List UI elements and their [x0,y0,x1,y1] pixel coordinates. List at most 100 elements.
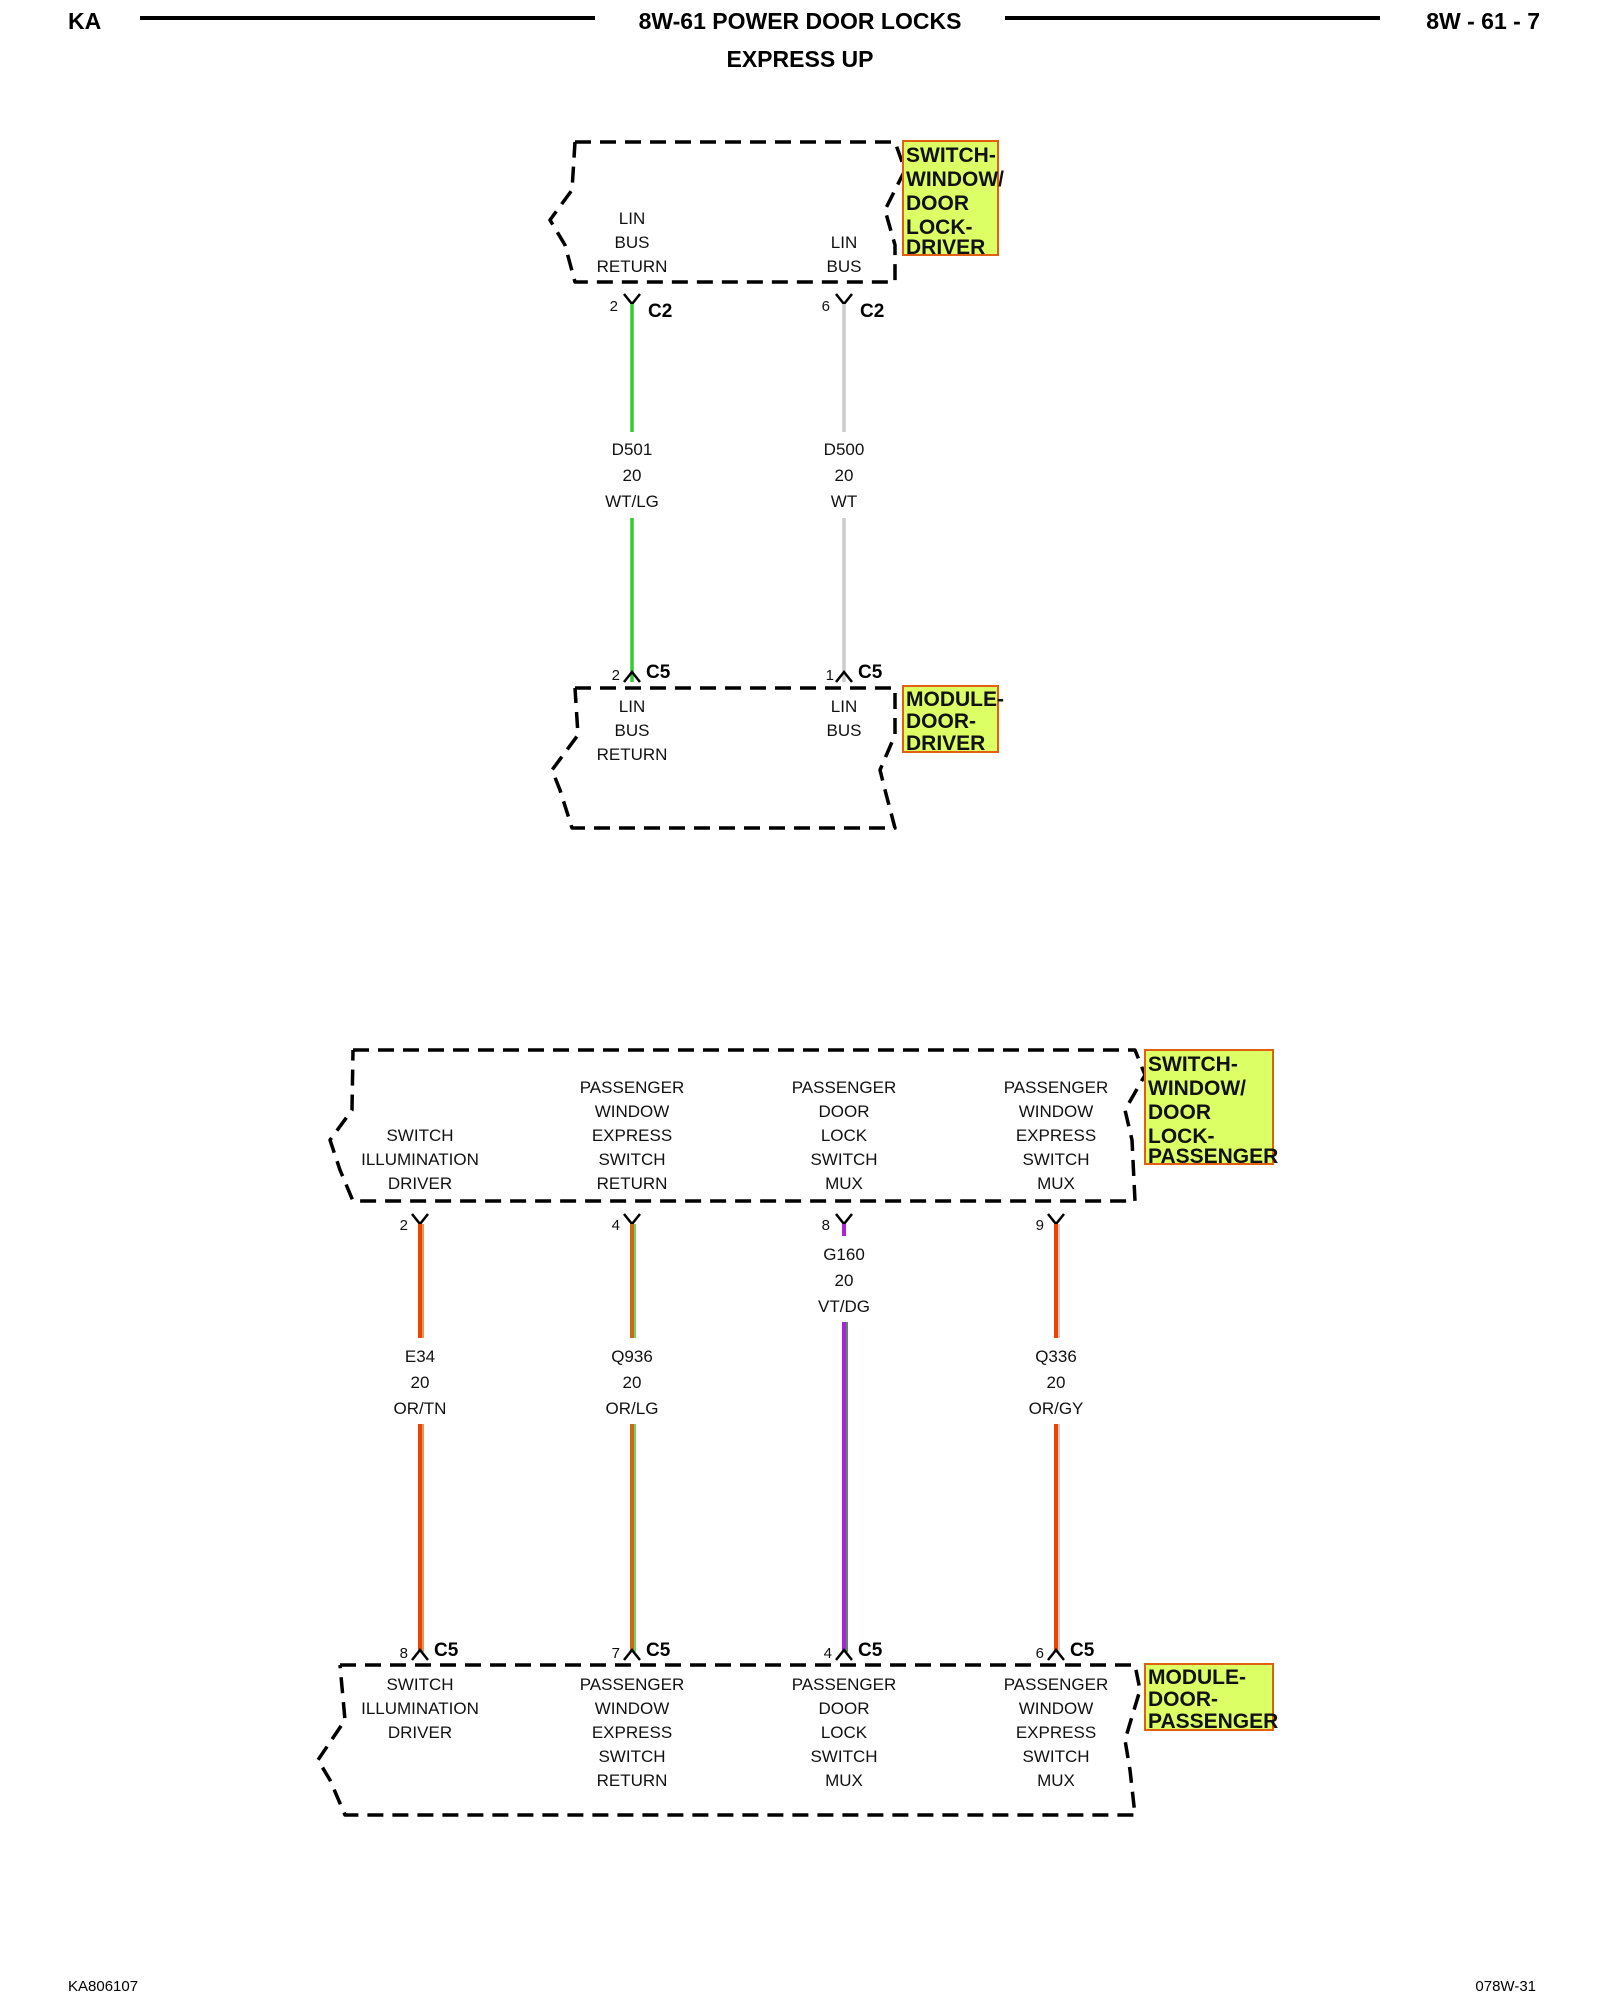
component-label-bg [902,140,999,256]
connector-pin-symbol [623,1213,641,1227]
circuit-e34: 2 E34 20 OR/TN 8 C5 [394,1213,459,1662]
component-name-line: SWITCH- [1148,1053,1238,1076]
component-name-line: PASSENGER [1148,1710,1278,1733]
connector-pin-symbol [623,293,641,307]
wire-gauge: 20 [1047,1373,1066,1392]
pin-function-label: LIN [831,233,857,252]
pin-function-label: ILLUMINATION [361,1150,479,1169]
circuit-g160: 8 G160 20 VT/DG 4 C5 [818,1213,883,1662]
pin-function-label: LIN [831,697,857,716]
wire-circuit-id: G160 [823,1245,865,1264]
wire-circuit-id: E34 [405,1347,435,1366]
pin-function-label: SWITCH [1022,1747,1089,1766]
pin-function-label: RETURN [597,1771,668,1790]
component-name-line: SWITCH- [906,144,996,167]
component-box-switch-driver [548,140,907,284]
pin-function-label: WINDOW [1019,1102,1094,1121]
connector-pin-symbol [411,1647,429,1661]
component-name-line: DOOR- [906,710,976,733]
pin-function-label: SWITCH [1022,1150,1089,1169]
component-label-module-passenger: MODULE- DOOR- PASSENGER [1144,1663,1278,1733]
component-name-line: MODULE- [1148,1666,1246,1689]
pin-function-label: DRIVER [388,1723,452,1742]
component-box-switch-passenger [328,1048,1147,1203]
wire-gauge: 20 [411,1373,430,1392]
pin-number: 9 [1036,1217,1044,1234]
pin-function-label: EXPRESS [1016,1126,1096,1145]
pin-number: 6 [1036,1645,1044,1662]
pin-function-label: SWITCH [810,1747,877,1766]
pin-function-label: DOOR [819,1102,870,1121]
page-number: 8W - 61 - 7 [1426,8,1540,34]
wire-gauge: 20 [623,466,642,485]
connector-pin-symbol [411,1213,429,1227]
circuit-q936: 4 Q936 20 OR/LG 7 C5 [606,1213,671,1662]
component-name-line: WINDOW/ [906,168,1004,191]
pin-function-label: SWITCH [386,1675,453,1694]
wire-color-code: VT/DG [818,1297,870,1316]
connector-pin-symbol [1047,1213,1065,1227]
top-diagram: SWITCH- WINDOW/ DOOR LOCK- DRIVER LIN BU… [548,140,1004,830]
pin-function-label: PASSENGER [580,1078,685,1097]
component-box-module-passenger [316,1663,1142,1817]
component-name-line: PASSENGER [1148,1145,1278,1168]
component-label-bg [1144,1663,1274,1731]
pin-number: 4 [824,1645,832,1662]
wire-circuit-id: D500 [824,440,865,459]
connector-pin-symbol [623,1647,641,1661]
connector-id: C2 [648,301,672,322]
pin-number: 4 [612,1217,620,1234]
pin-function-label: BUS [615,721,650,740]
component-name-line: MODULE- [906,688,1004,711]
bottom-diagram: SWITCH- WINDOW/ DOOR LOCK- PASSENGER SWI… [316,1048,1278,1817]
pin-function-label: PASSENGER [580,1675,685,1694]
component-box-module-driver [550,686,897,830]
pin-function-label: LIN [619,209,645,228]
wire-color-code: WT [831,492,857,511]
connector-id: C5 [858,1640,883,1661]
pin-function-label: SWITCH [810,1150,877,1169]
connector-id: C2 [860,301,884,322]
connector-pin-symbol [835,1647,853,1661]
pin-function-label: BUS [827,721,862,740]
pin-function-label: SWITCH [598,1747,665,1766]
wire-color-code: OR/TN [394,1399,447,1418]
pin-function-label: MUX [825,1771,863,1790]
pin-function-label: WINDOW [595,1699,670,1718]
header-left-code: KA [68,8,102,34]
pin-function-label: LIN [619,697,645,716]
pin-function-label: EXPRESS [592,1723,672,1742]
pin-function-label: WINDOW [595,1102,670,1121]
connector-id: C5 [646,662,671,683]
wire-gauge: 20 [835,466,854,485]
connector-id: C5 [858,662,883,683]
pin-number: 7 [612,1645,620,1662]
pin-number: 6 [822,298,830,315]
pin-number: 2 [612,667,620,684]
pin-function-label: EXPRESS [1016,1723,1096,1742]
pin-function-label: ILLUMINATION [361,1699,479,1718]
wire-circuit-id: Q336 [1035,1347,1077,1366]
pin-function-label: RETURN [597,1174,668,1193]
component-label-module-driver: MODULE- DOOR- DRIVER [902,685,1004,755]
pin-function-label: LOCK [821,1723,868,1742]
pin-number: 8 [400,1645,408,1662]
wire-color-code: WT/LG [605,492,659,511]
connector-pin-symbol [623,669,641,683]
component-name-line: DOOR [1148,1101,1211,1124]
component-name-line: DRIVER [906,732,985,755]
pin-function-label: PASSENGER [1004,1078,1109,1097]
pin-number: 8 [822,1217,830,1234]
component-name-line: LOCK- [906,216,973,239]
pin-function-label: PASSENGER [1004,1675,1109,1694]
component-label-bg [902,685,999,753]
component-name-line: LOCK- [1148,1125,1215,1148]
pin-function-label: MUX [1037,1771,1075,1790]
wire-circuit-id: Q936 [611,1347,653,1366]
pin-function-label: PASSENGER [792,1675,897,1694]
connector-pin-symbol [835,293,853,307]
pin-function-label: MUX [825,1174,863,1193]
footer-left-code: KA806107 [68,1978,139,1995]
component-label-switch-passenger: SWITCH- WINDOW/ DOOR LOCK- PASSENGER [1144,1049,1278,1168]
